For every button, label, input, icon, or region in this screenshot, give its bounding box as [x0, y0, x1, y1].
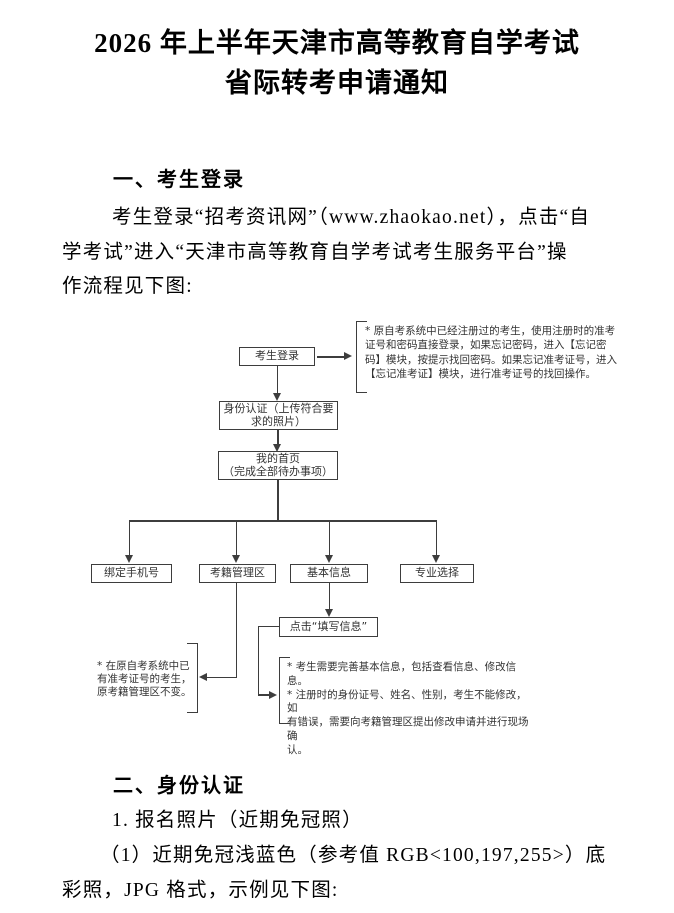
flow-connector	[435, 520, 437, 555]
doc-title-line2: 省际转考申请通知	[225, 68, 449, 98]
section1-paragraph-line3: 作流程见下图:	[62, 276, 193, 297]
flow-box-bind-phone: 绑定手机号	[91, 564, 172, 583]
flow-connector	[328, 583, 330, 610]
flow-box-fill-info: 点击“填写信息”	[279, 617, 378, 637]
flow-box-home: 我的首页 （完成全部待办事项）	[218, 451, 338, 480]
arrow-right-icon	[344, 352, 352, 360]
arrow-down-icon	[324, 555, 333, 563]
note-bracket	[356, 321, 367, 393]
arrow-left-icon	[199, 673, 207, 681]
section1-paragraph-line2: 学考试”进入“天津市高等教育自学考试考生服务平台”操	[62, 242, 568, 263]
note-bracket	[187, 643, 198, 713]
flow-connector	[128, 520, 130, 555]
arrow-right-icon	[269, 690, 277, 699]
note-bracket	[279, 657, 290, 724]
flow-connector	[277, 430, 279, 445]
flow-connector	[328, 520, 330, 555]
flow-connector	[258, 694, 270, 696]
section1-heading: 一、考生登录	[113, 167, 245, 191]
flow-connector	[207, 676, 237, 678]
section1-paragraph-line1: 考生登录“招考资讯网”（www.zhaokao.net），点击“自	[112, 207, 591, 228]
flow-note-registry: * 在原自考系统中已 有准考证号的考生， 原考籍管理区不变。	[97, 660, 192, 699]
flow-box-basic-info: 基本信息	[290, 564, 368, 583]
arrow-down-icon	[273, 444, 281, 452]
flow-connector	[276, 366, 278, 394]
flow-connector	[317, 356, 345, 358]
section2-paragraph-line2: （1）近期免冠浅蓝色（参考值 RGB<100,197,255>）底	[100, 845, 607, 866]
arrow-down-icon	[272, 393, 281, 401]
arrow-down-icon	[324, 609, 333, 617]
arrow-down-icon	[231, 555, 240, 563]
flow-box-registry: 考籍管理区	[199, 564, 276, 583]
flow-box-identity: 身份认证（上传符合要 求的照片）	[219, 401, 338, 430]
flow-connector	[258, 625, 279, 627]
flow-connector	[257, 625, 259, 696]
flow-connector	[277, 480, 279, 521]
flow-connector	[128, 520, 437, 522]
flow-box-major-select: 专业选择	[400, 564, 474, 583]
flow-note-login: * 原自考系统中已经注册过的考生，使用注册时的准考 证号和密码直接登录，如果忘记…	[365, 325, 617, 380]
doc-title-line1: 2026 年上半年天津市高等教育自学考试	[94, 28, 580, 58]
flow-connector	[235, 583, 237, 678]
flow-box-login: 考生登录	[239, 347, 315, 366]
section2-paragraph-line1: 1. 报名照片（近期免冠照）	[112, 810, 363, 831]
section2-paragraph-line3: 彩照，JPG 格式，示例见下图:	[62, 880, 339, 901]
arrow-down-icon	[124, 555, 133, 563]
flow-connector	[235, 520, 237, 555]
flow-note-basic-info: * 考生需要完善基本信息，包括查看信息、修改信息。 * 注册时的身份证号、姓名、…	[287, 661, 529, 756]
arrow-down-icon	[431, 555, 440, 563]
section2-heading: 二、身份认证	[113, 773, 245, 797]
